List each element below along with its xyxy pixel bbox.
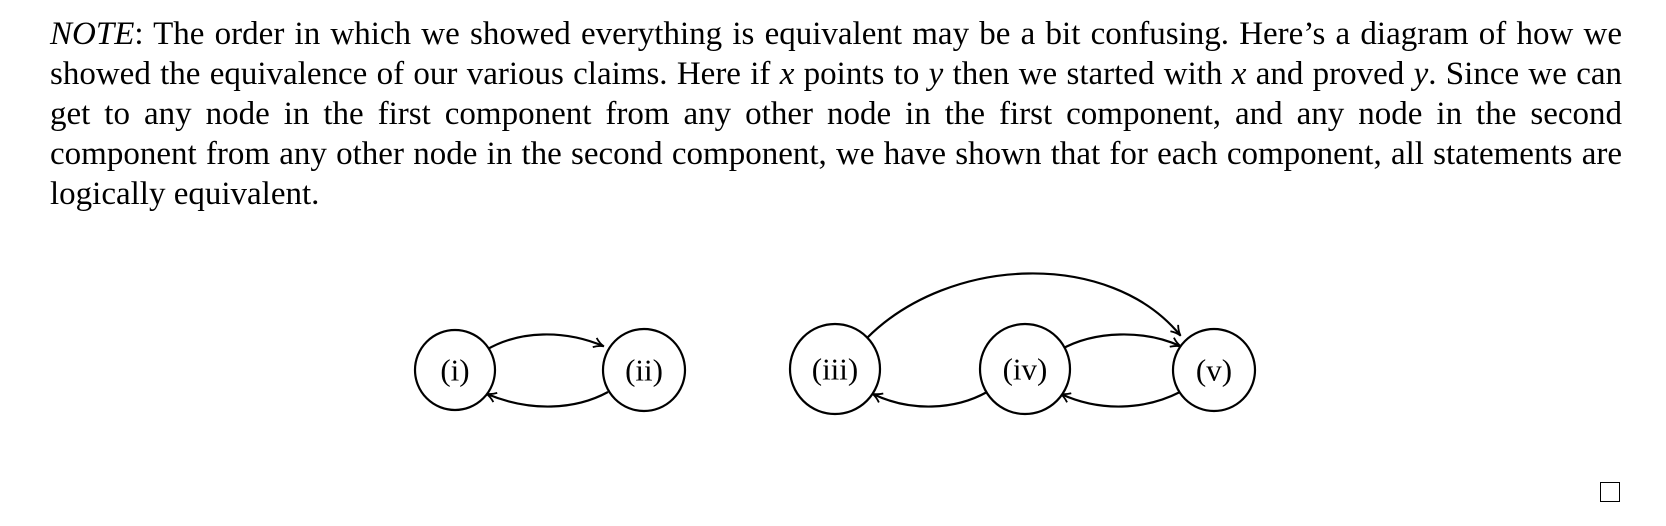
qed-square-icon [1600, 482, 1620, 502]
edge-iii-to-v [866, 272, 1182, 339]
node-i-label: (i) [440, 353, 469, 388]
note-text-1: : The order in which we showed everythin… [50, 16, 1622, 92]
math-var-x: x [779, 56, 795, 92]
math-var-x-2: x [1231, 56, 1247, 92]
math-var-y: y [928, 56, 944, 92]
edge-iv-to-iii [871, 391, 988, 408]
edge-ii-to-i [485, 391, 609, 408]
math-var-y-2: y [1413, 56, 1429, 92]
note-paragraph: NOTE: The order in which we showed every… [50, 14, 1622, 214]
node-ii: (ii) [601, 327, 687, 413]
note-text-3: then we started with [943, 56, 1232, 92]
note-lead: NOTE [50, 16, 135, 52]
edge-v-to-iv [1059, 391, 1181, 408]
node-v: (v) [1171, 327, 1257, 413]
node-iv-label: (iv) [1003, 352, 1048, 387]
equivalence-diagram: (i) (ii) (iii) (iv) (v) [413, 272, 1257, 416]
node-i: (i) [413, 328, 497, 412]
node-iii: (iii) [788, 322, 882, 416]
node-iv: (iv) [978, 322, 1072, 416]
edge-iv-to-v [1059, 333, 1182, 351]
edge-i-to-ii [485, 333, 605, 351]
note-text-2: points to [794, 56, 929, 92]
node-ii-label: (ii) [625, 353, 663, 388]
note-text-4: and proved [1246, 56, 1414, 92]
node-v-label: (v) [1196, 353, 1232, 388]
note-text-5: . Since we can get to any node in the fi… [50, 56, 1622, 212]
node-iii-label: (iii) [812, 352, 859, 387]
